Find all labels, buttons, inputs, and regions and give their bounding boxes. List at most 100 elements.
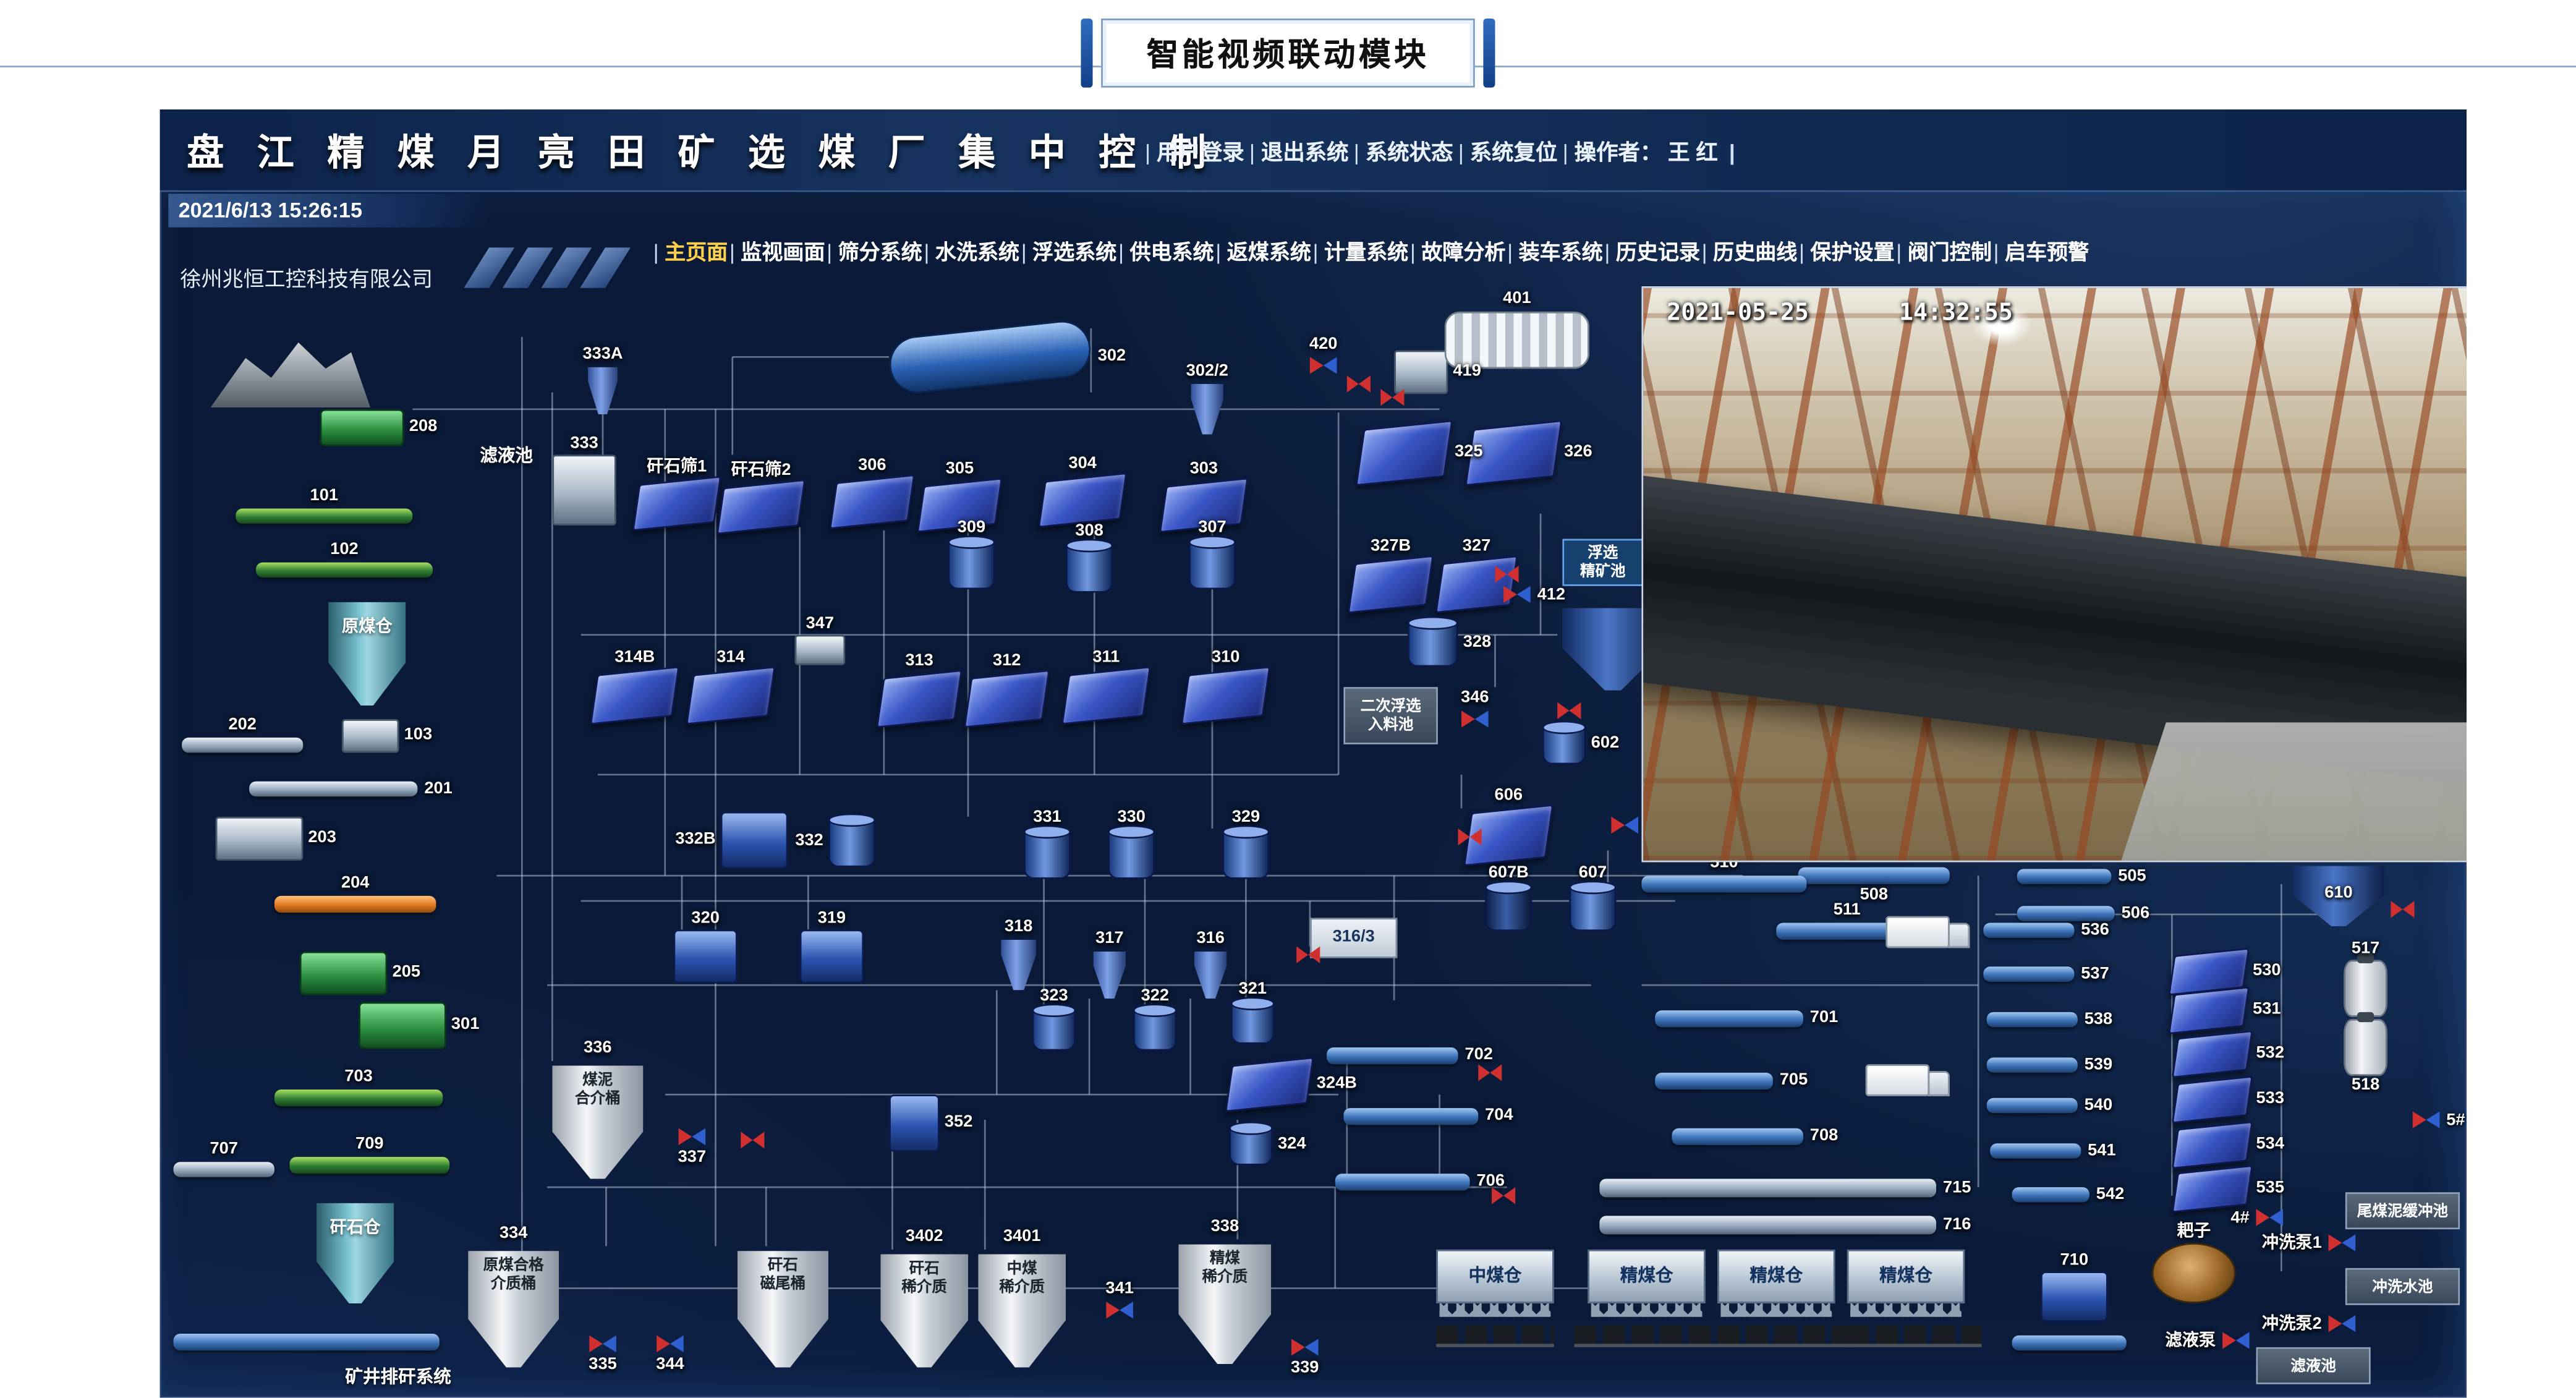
equip-pump-144[interactable] <box>1611 816 1638 835</box>
equip-542-73[interactable]: 542 <box>2012 1185 2124 1203</box>
equip-339-125[interactable]: 339 <box>1291 1339 1319 1376</box>
equip-327-38[interactable]: 327 <box>1440 538 1514 610</box>
nav-item-10[interactable]: 历史记录 <box>1605 241 1701 264</box>
equip-541-72[interactable]: 541 <box>1990 1142 2116 1159</box>
nav-item-13[interactable]: 阀门控制 <box>1896 241 1992 264</box>
equip-精煤仓-132[interactable]: 精煤仓 <box>1847 1249 1965 1317</box>
equip-原煤仓-4[interactable]: 原煤仓 <box>328 598 406 705</box>
equip-420-23[interactable]: 420 <box>1309 336 1337 375</box>
equip-301-11[interactable]: 301 <box>359 1002 479 1049</box>
equip-202-5[interactable]: 202 <box>182 717 304 753</box>
equip-707-13[interactable]: 707 <box>173 1141 274 1177</box>
equip-valve-138[interactable] <box>1458 828 1482 846</box>
equip-valve-134[interactable] <box>1346 375 1371 393</box>
equip-706-113[interactable]: 706 <box>1335 1173 1505 1191</box>
nav-item-3[interactable]: 水洗系统 <box>924 241 1020 264</box>
equip-328-41[interactable]: 328 <box>1407 616 1491 667</box>
equip-314-45[interactable]: 314 <box>691 649 772 721</box>
equip-333-20[interactable]: 333 <box>552 435 616 526</box>
equip-307-36[interactable]: 307 <box>1188 519 1236 590</box>
equip-320-94[interactable]: 320 <box>673 910 738 984</box>
equip-208-1[interactable]: 208 <box>320 409 437 446</box>
nav-item-9[interactable]: 装车系统 <box>1507 241 1603 264</box>
nav-item-4[interactable]: 浮选系统 <box>1021 241 1117 264</box>
nav-item-6[interactable]: 返煤系统 <box>1215 241 1311 264</box>
equip-508-61[interactable]: 508 <box>1798 867 1950 903</box>
top-menu-item-1[interactable]: 退出系统 <box>1249 140 1349 165</box>
equip-308-35[interactable]: 308 <box>1065 523 1113 593</box>
equip-610-80[interactable]: 610 <box>2293 862 2384 926</box>
equip-331-56[interactable]: 331 <box>1023 809 1071 879</box>
equip-矸石仓-15[interactable]: 矸石仓 <box>317 1199 394 1303</box>
equip-510-62[interactable]: 510 <box>1641 855 1807 893</box>
nav-item-11[interactable]: 历史曲线 <box>1702 241 1798 264</box>
equip-309-34[interactable]: 309 <box>948 519 995 590</box>
nav-item-8[interactable]: 故障分析 <box>1410 241 1506 264</box>
equip-602-52[interactable]: 602 <box>1542 720 1619 765</box>
equip-312-47[interactable]: 312 <box>968 652 1045 724</box>
equip-401-25[interactable]: 401 <box>1444 291 1590 369</box>
equip-412-39[interactable]: 412 <box>1503 586 1565 605</box>
nav-item-7[interactable]: 计量系统 <box>1313 241 1409 264</box>
equip-耙子-91[interactable]: 耙子 <box>2151 1224 2236 1304</box>
equip-矸石筛1-26[interactable]: 矸石筛1 <box>636 459 717 527</box>
equip-323-100[interactable]: 323 <box>1032 987 1076 1051</box>
equip-306-28[interactable]: 306 <box>833 457 911 525</box>
equip-313-46[interactable]: 313 <box>880 652 958 724</box>
equip-539-70[interactable]: 539 <box>1986 1056 2112 1073</box>
equip-505-65[interactable]: 505 <box>2017 867 2146 884</box>
equip-4-84[interactable]: 4# <box>2230 1209 2284 1227</box>
equip-352-105[interactable]: 352 <box>889 1094 972 1152</box>
equip-506-66[interactable]: 506 <box>2017 905 2149 921</box>
equip-中煤仓-126[interactable]: 中煤仓 <box>1436 1249 1554 1317</box>
equip-534-78[interactable]: 534 <box>2175 1125 2284 1165</box>
equip-537-68[interactable]: 537 <box>1983 965 2109 982</box>
equip-347-43[interactable]: 347 <box>794 615 846 665</box>
equip-311-48[interactable]: 311 <box>1066 649 1147 721</box>
equip-303-31[interactable]: 303 <box>1163 461 1244 529</box>
equip-715-115[interactable]: 715 <box>1599 1178 1971 1198</box>
equip-606-53[interactable]: 606 <box>1468 787 1549 862</box>
equip-716-116[interactable]: 716 <box>1599 1216 1971 1235</box>
equip-102-3[interactable]: 102 <box>255 542 433 578</box>
equip-204-9[interactable]: 204 <box>274 875 436 913</box>
equip-5-83[interactable]: 5# <box>2412 1111 2465 1130</box>
top-menu-item-3[interactable]: 系统复位 <box>1458 140 1558 165</box>
equip-531-75[interactable]: 531 <box>2172 990 2281 1030</box>
equip-607-60[interactable]: 607 <box>1569 865 1617 932</box>
equip-326-33[interactable]: 326 <box>1470 424 1592 482</box>
equip-矸石筛2-27[interactable]: 矸石筛2 <box>721 462 802 531</box>
equip-321-102[interactable]: 321 <box>1230 981 1275 1044</box>
equip-535-79[interactable]: 535 <box>2175 1169 2284 1209</box>
equip-valve-142[interactable] <box>1492 1187 1516 1204</box>
equip-valve-140[interactable] <box>1296 946 1320 963</box>
nav-item-2[interactable]: 筛分系统 <box>827 241 922 264</box>
equip-205-10[interactable]: 205 <box>299 951 420 995</box>
equip-324B-106[interactable]: 324B <box>1229 1061 1357 1108</box>
equip-304-30[interactable]: 304 <box>1042 456 1123 524</box>
equip-533-77[interactable]: 533 <box>2175 1080 2284 1120</box>
equip-346-51[interactable]: 346 <box>1461 689 1489 729</box>
equip-302-21[interactable]: 302 <box>889 328 1126 386</box>
equip-319-95[interactable]: 319 <box>799 910 864 984</box>
equip-332B-54[interactable]: 332B <box>675 811 788 869</box>
equip-710-92[interactable]: 710 <box>2040 1252 2108 1322</box>
equip-valve-137[interactable] <box>1557 702 1581 719</box>
equip-矸石磁尾桶-120[interactable]: 矸石 磁尾桶 <box>738 1246 828 1367</box>
equip-valve-136[interactable] <box>1495 566 1519 583</box>
equip-201-7[interactable]: 201 <box>249 780 453 797</box>
equip-203-8[interactable]: 203 <box>215 816 336 861</box>
equip-3022-22[interactable]: 302/2 <box>1186 363 1228 435</box>
equip-310-49[interactable]: 310 <box>1185 649 1266 721</box>
top-menu-item-2[interactable]: 系统状态 <box>1354 140 1453 165</box>
equip-532-76[interactable]: 532 <box>2175 1034 2284 1074</box>
nav-item-0[interactable]: 主页面 <box>653 241 728 264</box>
equip-703-12[interactable]: 703 <box>274 1068 443 1107</box>
equip-518-82[interactable]: 518 <box>2344 1012 2387 1094</box>
equip-709-14[interactable]: 709 <box>289 1136 450 1174</box>
equip-conv-b-16[interactable] <box>173 1334 440 1351</box>
